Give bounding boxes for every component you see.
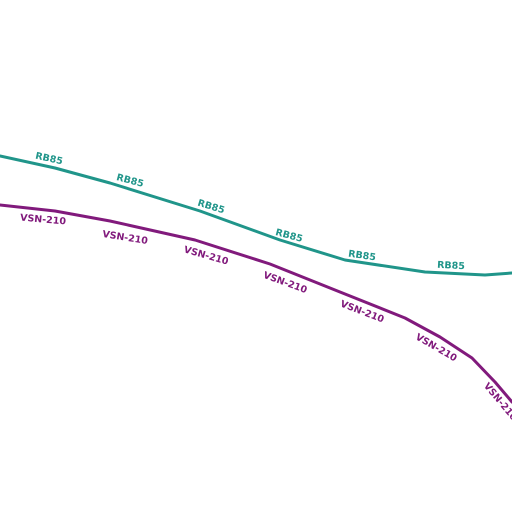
route-label-vsn210: VSN-210	[101, 229, 148, 247]
route-label-rb85: RB85	[347, 249, 376, 264]
route-label-vsn210: VSN-210	[413, 332, 459, 365]
route-label-vsn210: VSN-210	[20, 213, 67, 228]
route-line-vsn210[interactable]	[0, 203, 512, 404]
route-label-vsn210: VSN-210	[481, 381, 512, 424]
route-labels-vsn210: VSN-210VSN-210VSN-210VSN-210VSN-210VSN-2…	[20, 213, 512, 424]
route-label-vsn210: VSN-210	[262, 270, 309, 296]
route-label-vsn210: VSN-210	[339, 299, 386, 326]
route-line-rb85[interactable]	[0, 154, 512, 277]
route-label-rb85: RB85	[437, 260, 465, 272]
